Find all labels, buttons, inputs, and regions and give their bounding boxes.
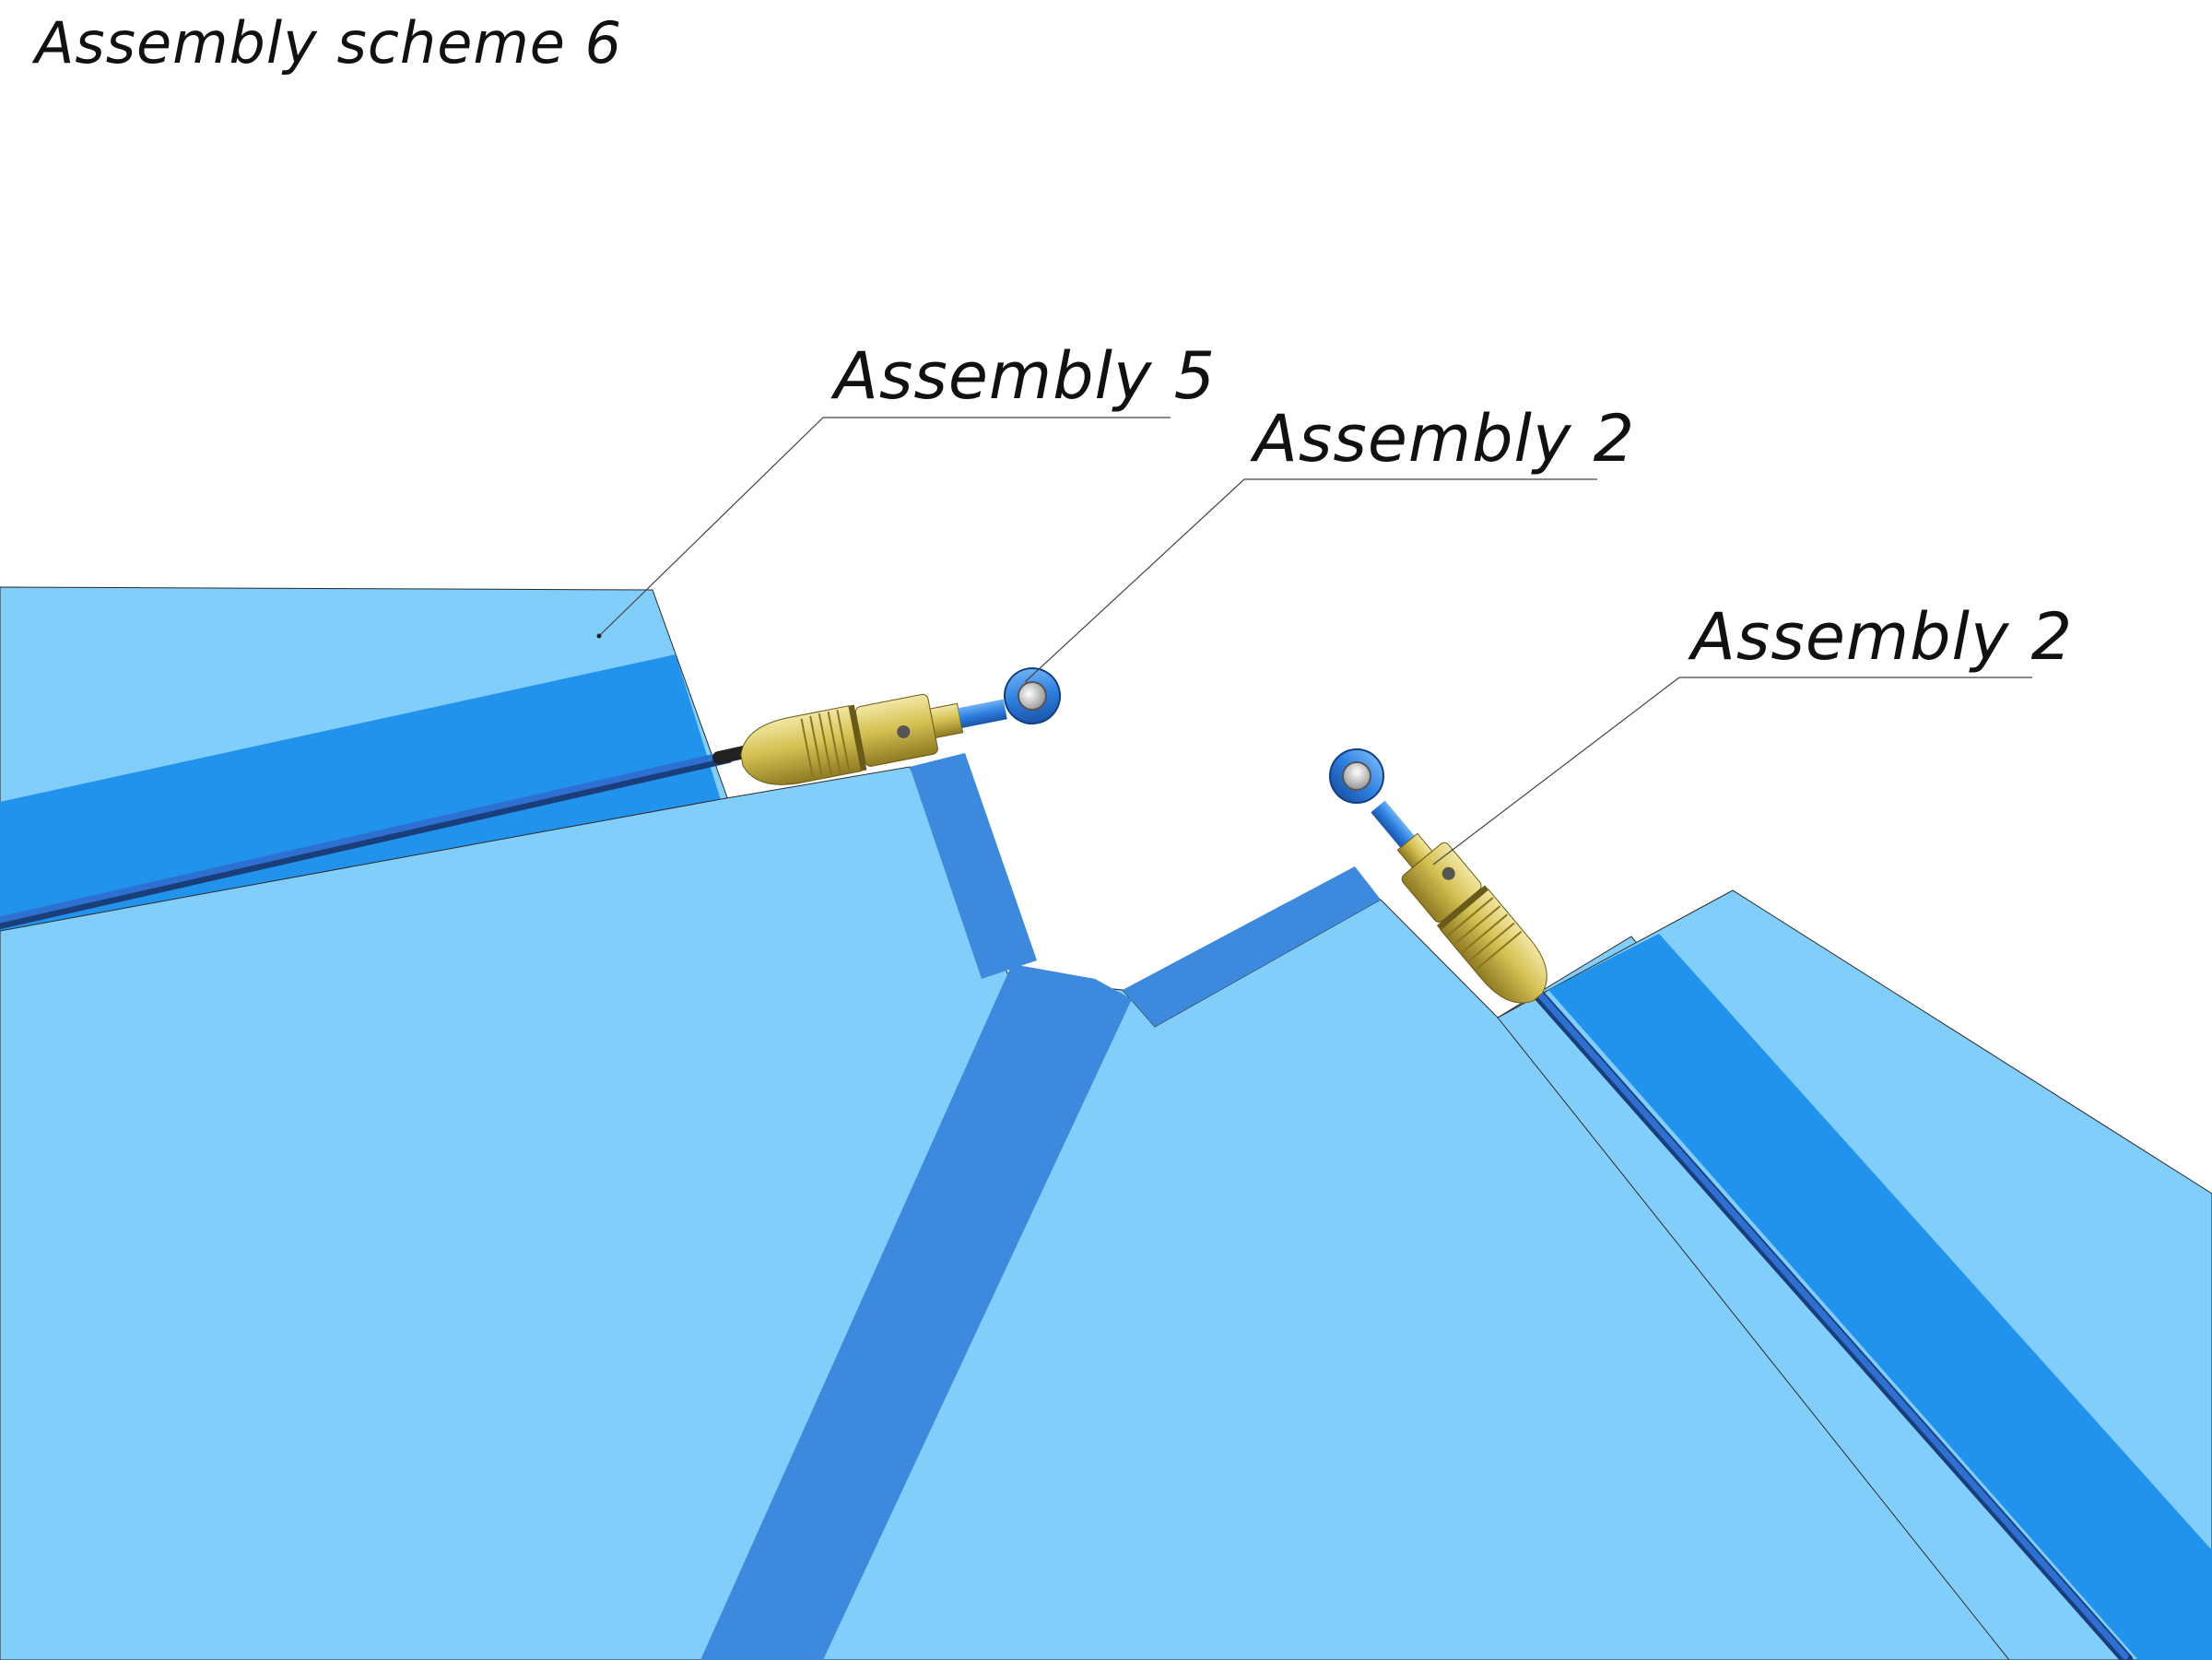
left-turnbuckle-connector <box>740 693 1007 785</box>
diagram-title: Assembly scheme 6 <box>31 9 622 77</box>
right-turnbuckle-connector <box>1371 800 1547 1004</box>
right-reinforcement-band <box>1548 934 2212 1660</box>
callout-assembly-2-right: Assembly 2 <box>1432 599 2073 865</box>
callout-assembly-2-left: Assembly 2 <box>1024 401 1635 683</box>
callout-assembly-5: Assembly 5 <box>596 338 1216 639</box>
left-reinforcement-band <box>0 654 721 931</box>
vertical-seam <box>910 753 1037 979</box>
diagonal-seam <box>700 964 1132 1660</box>
callout-assembly-2-left-label: Assembly 2 <box>1250 401 1635 477</box>
callout-assembly-2-right-label: Assembly 2 <box>1688 599 2073 675</box>
right-seam <box>1123 866 1381 1027</box>
left-rod-end-eye <box>1004 667 1061 724</box>
right-rod-end-eye <box>1329 748 1384 804</box>
callout-assembly-5-label: Assembly 5 <box>830 338 1216 414</box>
